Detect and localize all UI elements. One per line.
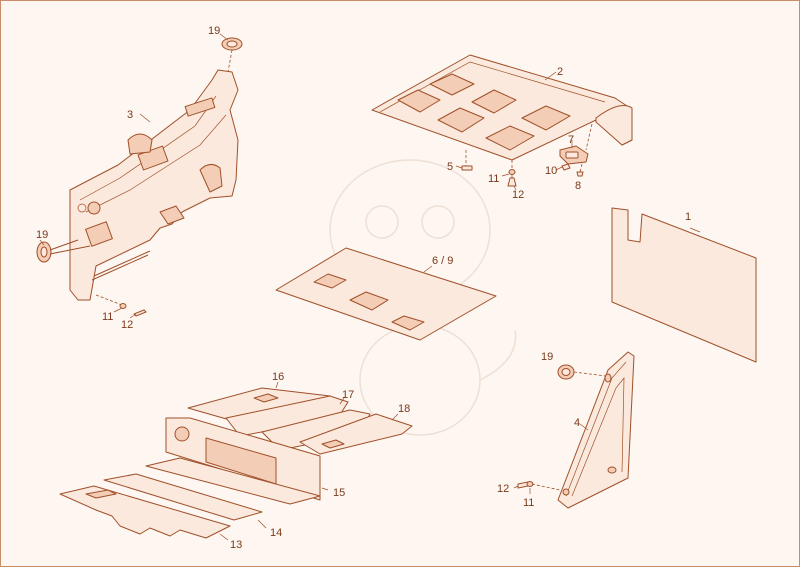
part-7-clip [559,145,589,165]
callout-6-9: 6 / 9 [432,255,453,267]
callout-4: 4 [574,417,580,429]
callout-18: 18 [398,403,410,415]
leader-13 [219,533,229,541]
part-19-grommet-top [221,37,243,73]
callout-19-right: 19 [541,351,553,363]
leader-17 [339,397,345,405]
part-18-mat [299,413,413,455]
callout-13: 13 [230,539,242,551]
leader-15 [321,487,329,491]
leader-3 [139,113,151,123]
callout-11-right: 11 [523,497,534,509]
leader-19-top [219,33,229,41]
part-4-right-trim [557,351,635,509]
part-5-screw [455,165,473,171]
callout-12-right: 12 [497,483,509,495]
callout-19-top: 19 [208,25,220,37]
part-11-12-fasteners-right [513,481,561,494]
callout-12-top: 12 [512,189,524,201]
part-19-grommet-right [557,364,607,380]
part-14-bottom-mat [103,457,321,521]
callout-7: 7 [568,134,574,146]
leader-2 [544,71,557,81]
leader-14 [257,519,267,529]
callout-11-left: 11 [102,311,113,323]
part-2-top-tray [371,54,633,178]
callout-3: 3 [127,109,133,121]
part-10-screw [555,163,571,171]
callout-14: 14 [270,527,282,539]
part-1-flat-sheet [611,207,757,363]
callout-1: 1 [685,211,691,223]
leader-18 [391,413,399,421]
part-13-floor-mat [59,485,231,539]
callout-2: 2 [557,66,563,78]
leader-6-9 [423,265,433,273]
part-11-12-fasteners-top [501,169,517,191]
callout-15: 15 [333,487,345,499]
leader-19-left [39,239,45,246]
callout-11-top: 11 [488,173,499,185]
part-15-box-panel [165,417,321,501]
leader-4 [579,423,589,431]
callout-8: 8 [575,180,581,192]
callout-16: 16 [272,371,284,383]
callout-5: 5 [447,161,453,173]
callout-17: 17 [342,389,354,401]
part-19-grommet-left [36,239,91,263]
part-8-screw [576,163,584,177]
part-3-left-trim-panel [69,69,239,301]
part-6-9-middle-mat [275,247,497,341]
callout-19-left: 19 [36,229,48,241]
part-11-12-fasteners-left [95,294,147,319]
callout-10: 10 [545,165,557,177]
callout-12-left: 12 [121,319,133,331]
leader-16 [275,381,279,389]
